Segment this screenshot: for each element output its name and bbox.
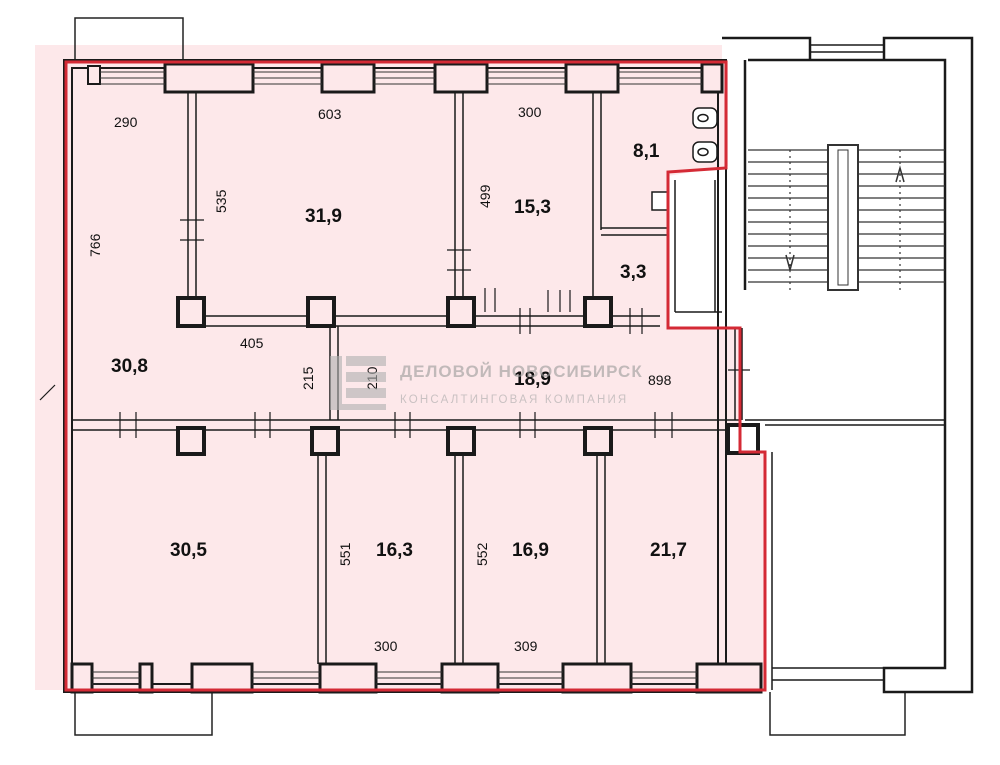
stairs: [748, 144, 945, 291]
dimension-535: 535: [213, 189, 229, 213]
area-label-15-3: 15,3: [514, 197, 551, 218]
highlight-area-border: [64, 60, 767, 692]
balcony-bottom-right: [769, 692, 906, 736]
top-window-sills: [100, 71, 702, 85]
dimension-309: 309: [514, 638, 538, 654]
dimension-603: 603: [318, 106, 342, 122]
dimension-405: 405: [240, 335, 264, 351]
door-marks: [39, 219, 750, 438]
dimension-766: 766: [87, 233, 103, 257]
dimension-215: 215: [300, 366, 316, 390]
stairwell-lower-walls: [745, 419, 945, 690]
balcony-bottom-left: [74, 692, 213, 736]
dimension-552: 552: [474, 542, 490, 566]
dimension-290: 290: [114, 114, 138, 130]
columns: [176, 296, 760, 456]
area-label-18-9: 18,9: [514, 369, 551, 390]
dimension-300-top: 300: [518, 104, 542, 120]
area-label-16-3: 16,3: [376, 540, 413, 561]
watermark-subtitle: КОНСАЛТИНГОВАЯ КОМПАНИЯ: [400, 394, 628, 406]
balcony-top: [74, 17, 184, 60]
watermark-logo: ДЕЛОВОЙ НОВОСИБИРСК КОНСАЛТИНГОВАЯ КОМПА…: [330, 356, 643, 410]
dimension-300-bottom: 300: [374, 638, 398, 654]
stairwell-block: [722, 36, 974, 694]
interior-walls: [72, 92, 743, 664]
area-label-8-1: 8,1: [633, 141, 660, 162]
area-label-3-3: 3,3: [620, 262, 646, 283]
area-label-31-9: 31,9: [305, 206, 342, 227]
dimension-551: 551: [337, 542, 353, 566]
bottom-windows: [70, 662, 763, 694]
area-label-30-5: 30,5: [170, 540, 207, 561]
dimension-499: 499: [477, 184, 493, 208]
area-label-21-7: 21,7: [650, 540, 687, 561]
area-label-16-9: 16,9: [512, 540, 549, 561]
watermark-title: ДЕЛОВОЙ НОВОСИБИРСК: [400, 362, 643, 381]
dimension-898: 898: [648, 372, 672, 388]
bottom-window-sills: [92, 671, 697, 685]
area-label-30-8: 30,8: [111, 356, 148, 377]
highlight-area-fill: [35, 45, 765, 690]
top-windows: [87, 62, 724, 94]
logo-icon: [330, 356, 386, 410]
